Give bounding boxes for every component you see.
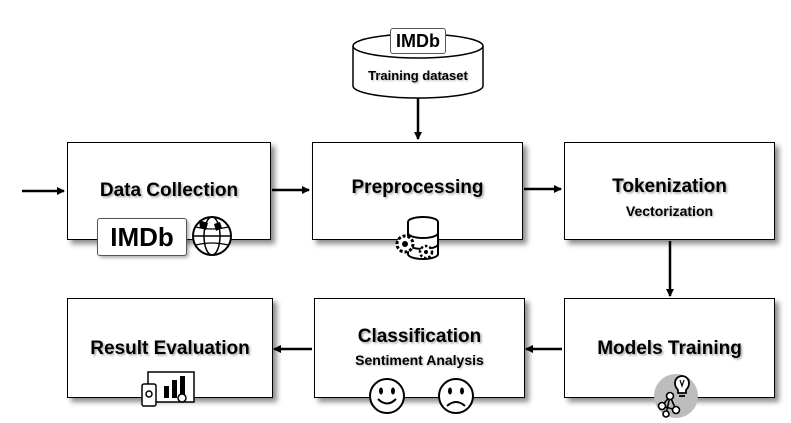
step-title: Classification [357, 326, 482, 347]
dataset-imdb-logo: IMDb [390, 28, 446, 54]
step-title: Models Training [597, 338, 742, 359]
happy-face-icon [369, 378, 405, 414]
training-dataset: IMDb Training dataset [351, 28, 485, 102]
step-subtitle: Vectorization [625, 203, 714, 219]
step-title: Data Collection [99, 180, 239, 201]
step-preprocessing: Preprocessing [312, 142, 523, 240]
step-tokenization: Tokenization Vectorization [564, 142, 775, 240]
sad-face-icon [438, 378, 474, 414]
lightbulb-network-icon [654, 374, 698, 418]
step-subtitle: Sentiment Analysis [355, 352, 484, 368]
dashboard-chart-icon [141, 371, 195, 407]
step-title: Tokenization [612, 176, 727, 197]
database-gears-icon [395, 216, 439, 260]
step-classification: Classification Sentiment Analysis [314, 298, 525, 398]
dataset-label: Training dataset [368, 68, 468, 83]
globe-icon [192, 216, 232, 256]
collection-imdb-logo: IMDb [97, 218, 187, 256]
step-title: Result Evaluation [90, 338, 250, 359]
step-title: Preprocessing [351, 177, 484, 198]
